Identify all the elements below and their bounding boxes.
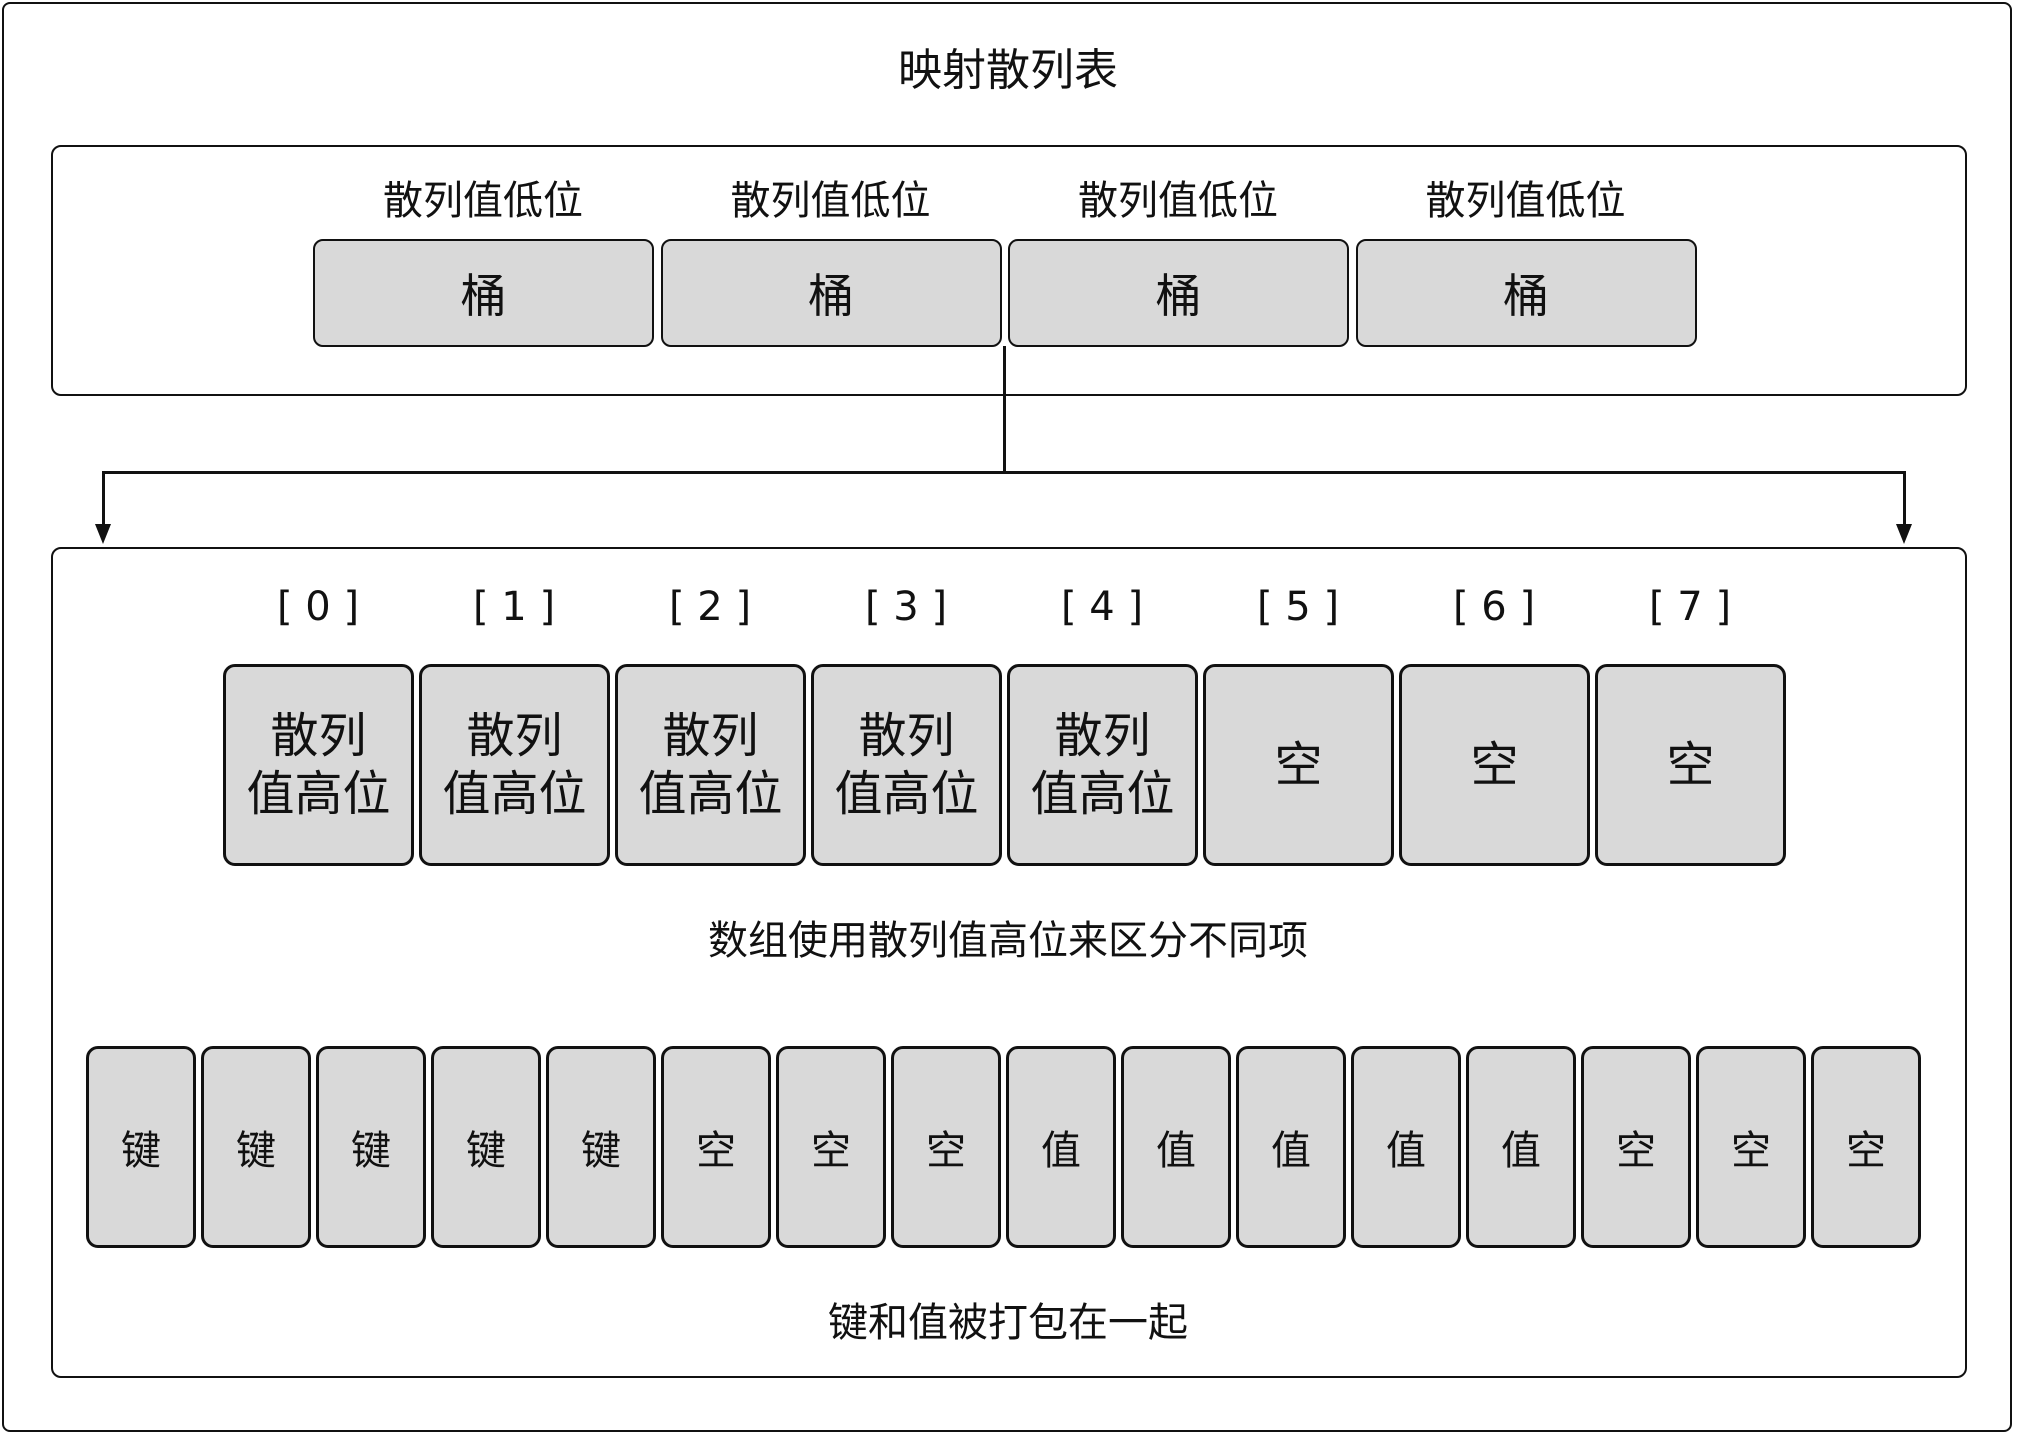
slot-text: 值 xyxy=(1386,1128,1426,1174)
connector-right-drop xyxy=(1903,471,1906,529)
bucket: 桶 xyxy=(313,239,654,347)
bucket-label: 散列值低位 xyxy=(730,178,931,224)
slot-text: 键 xyxy=(466,1128,506,1174)
slot-text: 键 xyxy=(581,1128,621,1174)
tophash-cell: 空 xyxy=(1203,664,1394,866)
slots-caption: 键和值被打包在一起 xyxy=(828,1300,1188,1346)
bucket: 桶 xyxy=(660,239,1002,347)
tophash-cell: 空 xyxy=(1399,664,1590,866)
tophash-cell: 空 xyxy=(1595,664,1786,866)
slot-cell: 键 xyxy=(201,1046,311,1248)
slot-cell: 空 xyxy=(1696,1046,1806,1248)
tophash-cell: 散列 值高位 xyxy=(419,664,610,866)
tophash-cell: 散列 值高位 xyxy=(811,664,1002,866)
bucket-label: 散列值低位 xyxy=(1425,178,1626,224)
bucket: 桶 xyxy=(1355,239,1697,347)
tophash-index: [ 5 ] xyxy=(1256,584,1340,630)
slot-cell: 值 xyxy=(1006,1046,1116,1248)
slot-cell: 空 xyxy=(661,1046,771,1248)
slot-text: 键 xyxy=(121,1128,161,1174)
tophash-caption: 数组使用散列值高位来区分不同项 xyxy=(708,918,1308,964)
diagram-title: 映射散列表 xyxy=(898,45,1118,96)
bucket: 桶 xyxy=(1008,239,1349,347)
slot-cell: 空 xyxy=(891,1046,1001,1248)
slot-cell: 键 xyxy=(316,1046,426,1248)
bucket-label: 散列值低位 xyxy=(1078,178,1278,224)
slot-text: 空 xyxy=(1846,1128,1886,1174)
bucket-label: 散列值低位 xyxy=(383,178,583,224)
tophash-cell: 散列 值高位 xyxy=(615,664,806,866)
tophash-text: 散列 值高位 xyxy=(638,708,783,822)
tophash-cell: 散列 值高位 xyxy=(1007,664,1198,866)
tophash-text: 散列 值高位 xyxy=(442,708,587,822)
slot-cell: 空 xyxy=(1811,1046,1921,1248)
bucket-text: 桶 xyxy=(1503,269,1549,323)
slot-text: 空 xyxy=(1616,1128,1656,1174)
arrow-down-icon xyxy=(1896,524,1912,544)
tophash-text: 散列 值高位 xyxy=(834,708,979,822)
connector-vertical xyxy=(1003,346,1006,473)
slot-text: 值 xyxy=(1041,1128,1081,1174)
tophash-text: 散列 值高位 xyxy=(246,708,391,822)
tophash-cell: 散列 值高位 xyxy=(223,664,414,866)
slot-cell: 值 xyxy=(1236,1046,1346,1248)
bucket-text: 桶 xyxy=(808,269,854,323)
slot-text: 值 xyxy=(1501,1128,1541,1174)
tophash-text: 空 xyxy=(1666,737,1715,793)
tophash-index: [ 1 ] xyxy=(472,584,556,630)
tophash-text: 散列 值高位 xyxy=(1030,708,1175,822)
connector-horizontal xyxy=(102,471,1906,474)
tophash-index: [ 7 ] xyxy=(1648,584,1732,630)
tophash-text: 空 xyxy=(1274,737,1323,793)
slot-cell: 键 xyxy=(86,1046,196,1248)
slot-text: 值 xyxy=(1156,1128,1196,1174)
tophash-index: [ 4 ] xyxy=(1060,584,1144,630)
tophash-text: 空 xyxy=(1470,737,1519,793)
tophash-index: [ 6 ] xyxy=(1452,584,1536,630)
slot-cell: 键 xyxy=(431,1046,541,1248)
slot-text: 空 xyxy=(926,1128,966,1174)
slot-cell: 键 xyxy=(546,1046,656,1248)
tophash-index: [ 3 ] xyxy=(864,584,948,630)
bucket-text: 桶 xyxy=(460,269,507,323)
slot-text: 值 xyxy=(1271,1128,1311,1174)
slot-cell: 空 xyxy=(1581,1046,1691,1248)
bucket-text: 桶 xyxy=(1155,269,1202,323)
slot-cell: 值 xyxy=(1466,1046,1576,1248)
slot-cell: 空 xyxy=(776,1046,886,1248)
slot-cell: 值 xyxy=(1351,1046,1461,1248)
tophash-index: [ 2 ] xyxy=(668,584,752,630)
slot-text: 键 xyxy=(351,1128,391,1174)
slot-text: 空 xyxy=(696,1128,736,1174)
slot-cell: 值 xyxy=(1121,1046,1231,1248)
slot-text: 空 xyxy=(1731,1128,1771,1174)
tophash-index: [ 0 ] xyxy=(276,584,360,630)
arrow-down-icon xyxy=(95,524,111,544)
connector-left-drop xyxy=(102,471,105,529)
slot-text: 键 xyxy=(236,1128,276,1174)
slot-text: 空 xyxy=(811,1128,851,1174)
